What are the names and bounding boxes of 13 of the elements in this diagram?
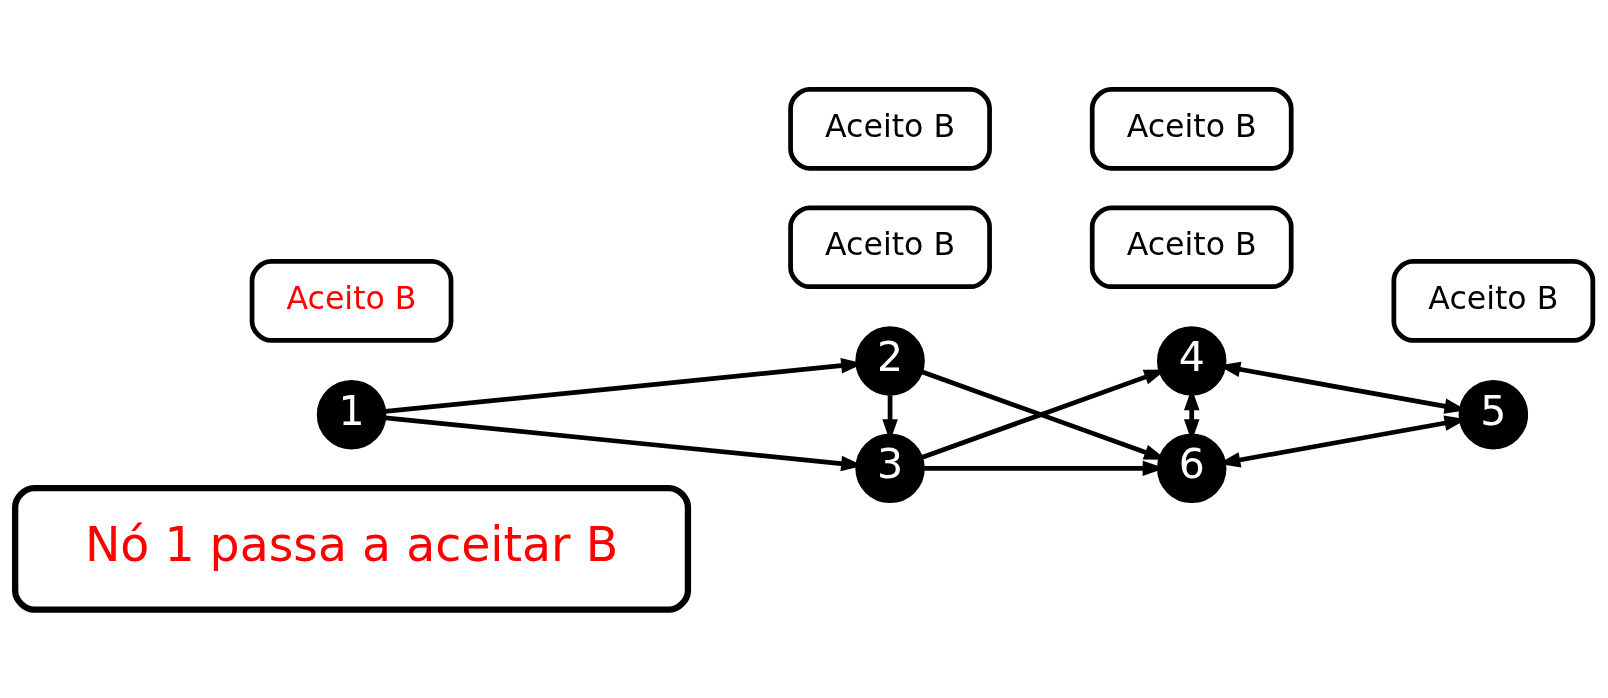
node-box: Aceito B [1089, 204, 1294, 289]
node-box: Aceito B [788, 86, 992, 171]
node-circle: 6 [1156, 433, 1227, 503]
node-box: Aceito B [788, 204, 992, 289]
node-circle: 1 [316, 379, 387, 449]
node-box: Aceito B [1391, 258, 1596, 343]
node-circle: 5 [1458, 379, 1529, 449]
node-box: Aceito B [249, 258, 454, 343]
node-box: Aceito B [1089, 86, 1294, 171]
node-box: Nó 1 passa a aceitar B [12, 484, 692, 613]
node-circle: 2 [855, 325, 925, 396]
node-circle: 4 [1156, 325, 1227, 396]
node-circle: 3 [855, 433, 925, 503]
